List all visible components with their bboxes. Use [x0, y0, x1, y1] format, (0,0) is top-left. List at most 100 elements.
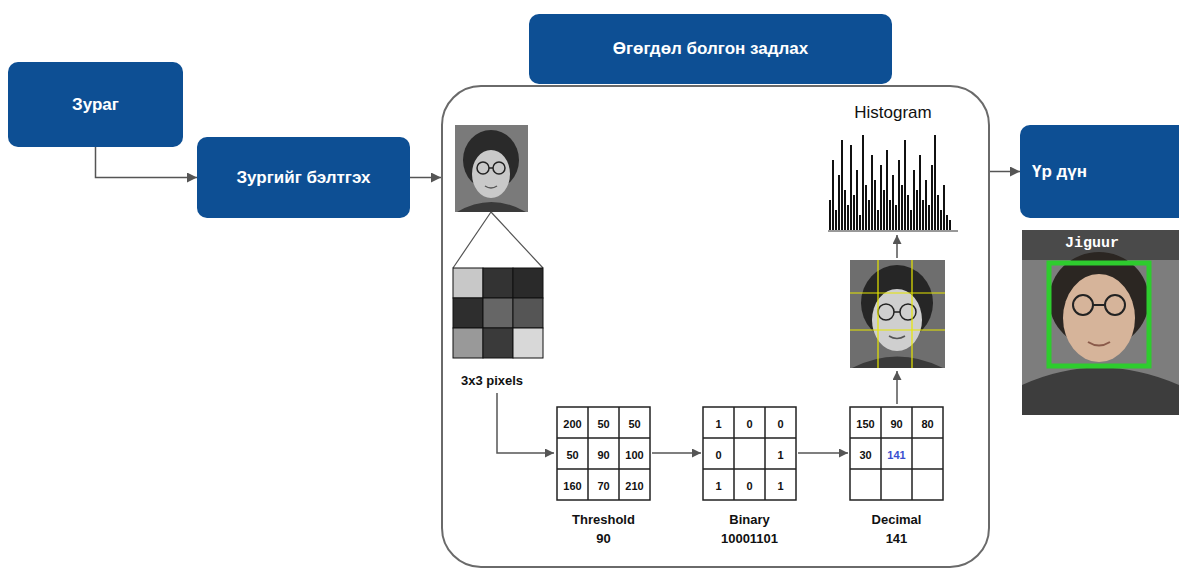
- result-photo-part: [1063, 274, 1135, 362]
- table-cell: 30: [859, 449, 871, 461]
- grid-face-photo-part: [850, 260, 945, 368]
- label-holder: 50: [620, 413, 650, 432]
- result-photo-part: [1093, 304, 1105, 306]
- table-cell: 1: [715, 418, 721, 430]
- result-photo-part: [1049, 263, 1149, 366]
- process-box: Зургийг бэлтгэх: [197, 137, 410, 218]
- pixel-grid-part: [453, 298, 483, 328]
- table-cell: 210: [625, 480, 643, 492]
- label-holder: Jiguur: [1037, 232, 1147, 253]
- table-cell: 1: [777, 480, 783, 492]
- pixel-grid-part: [453, 268, 483, 298]
- face-photo-part: [489, 167, 493, 169]
- grid-face-photo-part: [889, 336, 905, 339]
- label-holder: Threshold 90: [569, 509, 639, 547]
- label-holder: 50: [558, 444, 588, 463]
- flow-connector: [990, 171, 1020, 173]
- pixel-grid-part: [453, 328, 483, 358]
- label-holder: 1: [766, 475, 796, 494]
- result-photo-part: [1022, 368, 1179, 416]
- pixel-grid-part: [483, 328, 513, 358]
- stage-frame: Өгөгдөл болгон задлах: [441, 85, 990, 568]
- label-holder: Binary 10001101: [712, 509, 788, 547]
- heading-tab: Өгөгдөл болгон задлах: [529, 14, 892, 84]
- table-cell: 80: [921, 418, 933, 430]
- histogram-chart-part: [828, 231, 958, 232]
- pixel-grid-part: [483, 268, 513, 298]
- threshold-table: [557, 407, 650, 500]
- face-photo-part: [455, 125, 528, 212]
- face-photo: [455, 125, 528, 212]
- label-holder: Histogram: [828, 103, 958, 123]
- label-holder: 0: [735, 413, 765, 432]
- pixel-grid-part: [483, 298, 513, 328]
- label-holder: 3x3 pixels: [447, 370, 537, 389]
- table-cell: 200: [563, 418, 581, 430]
- decimal-table: [850, 407, 943, 500]
- label-holder: 200: [558, 413, 588, 432]
- face-photo-part: [457, 202, 526, 212]
- label-holder: 0: [704, 444, 734, 463]
- grid-face-photo: [850, 260, 945, 368]
- threshold-table-part: [557, 407, 650, 500]
- table-cell: 1: [715, 480, 721, 492]
- table-cell: 50: [566, 449, 578, 461]
- highlight-cell: 141: [887, 449, 905, 461]
- table-cell: 1: [777, 449, 783, 461]
- grid-face-photo-part: [872, 289, 922, 351]
- flow-arrow: [497, 235, 897, 453]
- label-holder: 70: [589, 475, 619, 494]
- label-holder: 0: [735, 475, 765, 494]
- table-caption: Threshold 90: [572, 512, 635, 546]
- grid-face-photo-part: [900, 304, 916, 320]
- table-cell: 100: [625, 449, 643, 461]
- label-holder: 150: [851, 413, 881, 432]
- table-cell: 50: [628, 418, 640, 430]
- label-holder: 210: [620, 475, 650, 494]
- flow-arrow-part: [652, 452, 701, 454]
- table-caption: Binary 10001101: [721, 512, 778, 546]
- result-photo-part: [1088, 342, 1110, 346]
- pixel-grid-part: [513, 328, 543, 358]
- table-cell: 90: [597, 449, 609, 461]
- table-cell: 50: [597, 418, 609, 430]
- result-photo-part: [1073, 295, 1093, 315]
- grid-face-photo-part: [894, 311, 900, 313]
- face-photo-part: [485, 186, 497, 188]
- pixel-grid-part: [513, 268, 543, 298]
- pixel-grid-part: [513, 298, 543, 328]
- label-holder: 100: [620, 444, 650, 463]
- flow-connector: [96, 147, 198, 178]
- label-holder: 50: [589, 413, 619, 432]
- flow-arrow-part: [798, 452, 848, 454]
- label-holder: 1: [704, 413, 734, 432]
- histogram-chart-part: [830, 135, 950, 230]
- flow-arrow-part: [497, 393, 554, 453]
- result-photo: [1022, 230, 1179, 415]
- flow-arrow-part: [896, 235, 898, 258]
- label-holder: 160: [558, 475, 588, 494]
- label-holder: 80: [913, 413, 943, 432]
- pixel-grid: [453, 268, 543, 358]
- binary-table-part: [703, 407, 796, 500]
- result-photo-part: [1022, 230, 1179, 415]
- histogram-chart: [828, 135, 958, 231]
- table-cell: 0: [777, 418, 783, 430]
- label-holder: 90: [589, 444, 619, 463]
- table-caption: Decimal 141: [872, 512, 922, 546]
- box-label: Зургийг бэлтгэх: [236, 168, 370, 188]
- table-cell: 70: [597, 480, 609, 492]
- decimal-table-part: [850, 407, 943, 500]
- table-cell: 0: [746, 418, 752, 430]
- grid-face-photo-part: [878, 304, 894, 320]
- label-holder: 141: [882, 444, 912, 463]
- table-cell: 90: [890, 418, 902, 430]
- binary-table: [703, 407, 796, 500]
- caption-label: 3x3 pixels: [461, 373, 523, 388]
- flow-arrow-part: [896, 371, 898, 404]
- label-holder: Decimal 141: [864, 509, 930, 547]
- table-cell: 0: [746, 480, 752, 492]
- chart-title: Histogram: [854, 103, 931, 122]
